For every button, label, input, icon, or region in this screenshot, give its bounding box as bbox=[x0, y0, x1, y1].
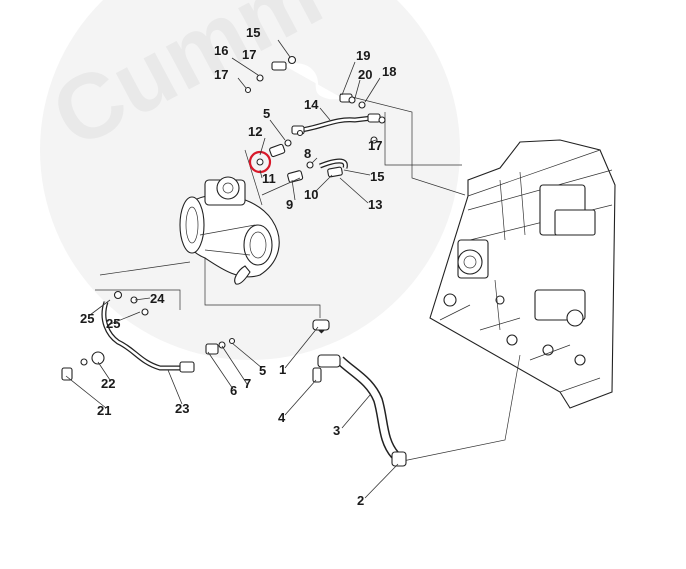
callout-4: 4 bbox=[278, 410, 286, 425]
callout-25: 25 bbox=[80, 311, 94, 326]
callout-1: 1 bbox=[279, 362, 286, 377]
callout-8: 8 bbox=[304, 146, 311, 161]
engine-block bbox=[429, 139, 616, 409]
callout-5: 5 bbox=[263, 106, 270, 121]
callout-labels: 15 16 17 17 19 20 18 14 5 12 17 8 11 15 … bbox=[80, 25, 396, 508]
callout-12: 12 bbox=[248, 124, 262, 139]
lower-right-hose bbox=[312, 319, 407, 467]
callout-25: 25 bbox=[106, 316, 120, 331]
callout-20: 20 bbox=[358, 67, 372, 82]
callout-3: 3 bbox=[333, 423, 340, 438]
callout-22: 22 bbox=[101, 376, 115, 391]
middle-fittings bbox=[261, 129, 348, 196]
callout-17: 17 bbox=[368, 138, 382, 153]
callout-24: 24 bbox=[150, 291, 165, 306]
callout-11: 11 bbox=[262, 171, 276, 186]
callout-6: 6 bbox=[230, 383, 237, 398]
callout-15: 15 bbox=[246, 25, 260, 40]
callout-9: 9 bbox=[286, 197, 293, 212]
callout-2: 2 bbox=[357, 493, 364, 508]
callout-16: 16 bbox=[214, 43, 228, 58]
leader-lines bbox=[65, 39, 399, 499]
callout-21: 21 bbox=[97, 403, 111, 418]
callout-23: 23 bbox=[175, 401, 189, 416]
callout-5: 5 bbox=[259, 363, 266, 378]
callout-7: 7 bbox=[244, 376, 251, 391]
callout-17: 17 bbox=[242, 47, 256, 62]
part-11-washer bbox=[256, 158, 264, 166]
callout-18: 18 bbox=[382, 64, 396, 79]
part-11-highlight-ring bbox=[248, 150, 272, 174]
callout-14: 14 bbox=[304, 97, 319, 112]
upper-hose-assembly bbox=[244, 55, 386, 144]
watermark-seal bbox=[40, 0, 460, 360]
callout-10: 10 bbox=[304, 187, 318, 202]
assembly-boundary bbox=[95, 93, 521, 463]
callout-17: 17 bbox=[214, 67, 228, 82]
callout-13: 13 bbox=[368, 197, 382, 212]
lower-supply-line bbox=[61, 290, 236, 381]
callout-15: 15 bbox=[370, 169, 384, 184]
callout-19: 19 bbox=[356, 48, 370, 63]
turbocharger bbox=[179, 176, 280, 285]
